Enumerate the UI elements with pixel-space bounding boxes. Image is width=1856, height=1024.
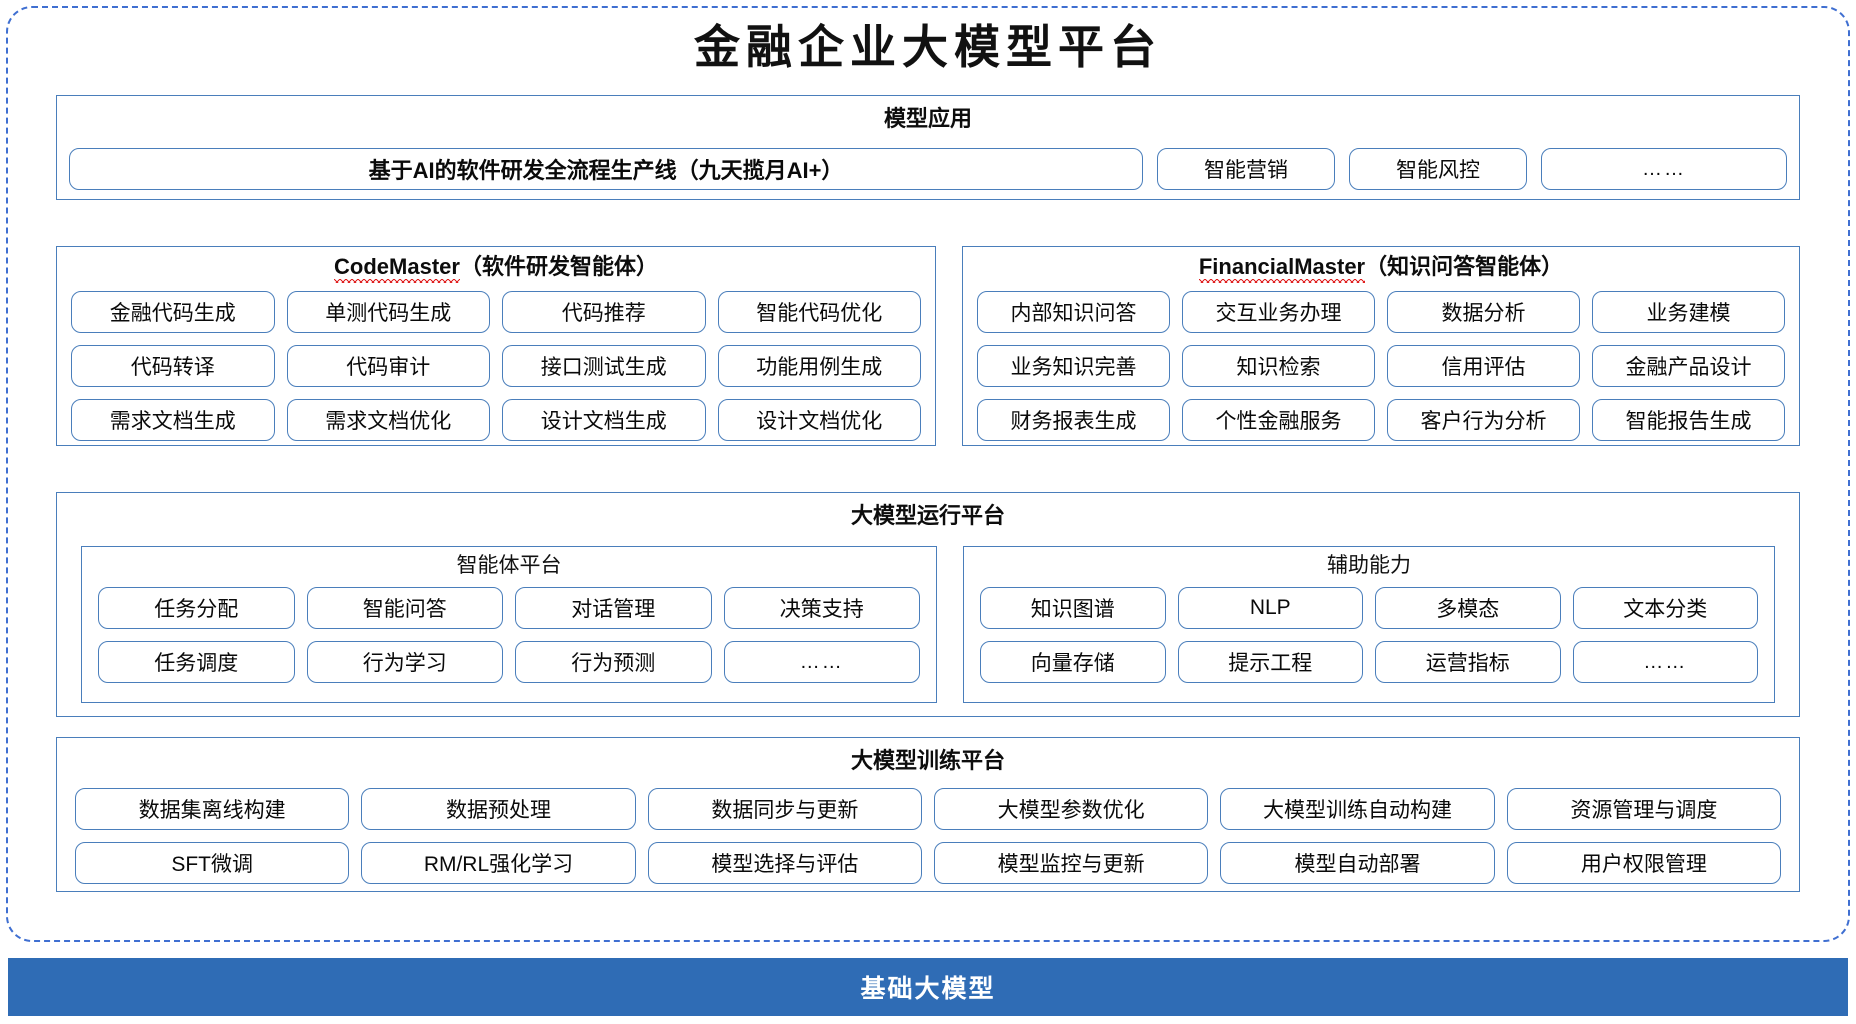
training-layer-title: 大模型训练平台	[850, 748, 1005, 773]
application-item-2[interactable]: ……	[1541, 148, 1787, 190]
application-item-1[interactable]: 智能风控	[1349, 148, 1527, 190]
application-layer-title: 模型应用	[883, 106, 972, 131]
codemaster-item-4[interactable]: 代码转译	[71, 345, 275, 387]
codemaster-item-10[interactable]: 设计文档生成	[502, 399, 706, 441]
agent-title-codemaster: CodeMaster（软件研发智能体）	[57, 254, 935, 283]
runtime-group-items-agent: 任务分配 智能问答 对话管理 决策支持 任务调度 行为学习 行为预测 ……	[98, 587, 920, 683]
training-item-1[interactable]: 数据预处理	[361, 788, 636, 830]
agent-name-latin-financialmaster: FinancialMaster	[1198, 254, 1366, 283]
runtime-group-title-support: 辅助能力	[1327, 554, 1411, 577]
training-item-5[interactable]: 资源管理与调度	[1506, 788, 1781, 830]
runtime-support-item-7[interactable]: ……	[1572, 641, 1758, 683]
training-item-11[interactable]: 用户权限管理	[1506, 842, 1781, 884]
runtime-support-item-5[interactable]: 提示工程	[1177, 641, 1363, 683]
runtime-layer-panel: 大模型运行平台 智能体平台 任务分配 智能问答 对话管理 决策支持 任务调度 行…	[56, 492, 1800, 717]
financialmaster-item-7[interactable]: 金融产品设计	[1592, 345, 1785, 387]
training-item-7[interactable]: RM/RL强化学习	[361, 842, 636, 884]
financialmaster-item-9[interactable]: 个性金融服务	[1182, 399, 1375, 441]
training-item-0[interactable]: 数据集离线构建	[75, 788, 350, 830]
page-title: 金融企业大模型平台	[694, 20, 1162, 74]
runtime-support-item-3[interactable]: 文本分类	[1572, 587, 1758, 629]
runtime-support-item-1[interactable]: NLP	[1177, 587, 1363, 629]
financialmaster-item-10[interactable]: 客户行为分析	[1387, 399, 1580, 441]
financialmaster-item-1[interactable]: 交互业务办理	[1182, 291, 1375, 333]
runtime-agent-item-4[interactable]: 任务调度	[98, 641, 295, 683]
runtime-group-items-support: 知识图谱 NLP 多模态 文本分类 向量存储 提示工程 运营指标 ……	[980, 587, 1758, 683]
application-banner[interactable]: 基于AI的软件研发全流程生产线（九天揽月AI+）	[69, 148, 1143, 190]
codemaster-items: 金融代码生成 单测代码生成 代码推荐 智能代码优化 代码转译 代码审计 接口测试…	[71, 291, 921, 441]
agent-title-financialmaster: FinancialMaster（知识问答智能体）	[963, 254, 1799, 283]
financialmaster-item-3[interactable]: 业务建模	[1592, 291, 1785, 333]
agent-panel-financialmaster: FinancialMaster（知识问答智能体） 内部知识问答 交互业务办理 数…	[962, 246, 1800, 446]
financialmaster-item-4[interactable]: 业务知识完善	[977, 345, 1170, 387]
financialmaster-item-8[interactable]: 财务报表生成	[977, 399, 1170, 441]
codemaster-item-1[interactable]: 单测代码生成	[286, 291, 490, 333]
base-model-label: 基础大模型	[860, 975, 996, 1003]
financialmaster-item-6[interactable]: 信用评估	[1387, 345, 1580, 387]
runtime-support-item-6[interactable]: 运营指标	[1375, 641, 1561, 683]
codemaster-item-8[interactable]: 需求文档生成	[71, 399, 275, 441]
agent-name-cn-codemaster: （软件研发智能体）	[459, 254, 658, 279]
runtime-agent-item-6[interactable]: 行为预测	[515, 641, 712, 683]
financialmaster-items: 内部知识问答 交互业务办理 数据分析 业务建模 业务知识完善 知识检索 信用评估…	[977, 291, 1785, 441]
agent-panel-codemaster: CodeMaster（软件研发智能体） 金融代码生成 单测代码生成 代码推荐 智…	[56, 246, 936, 446]
financialmaster-item-0[interactable]: 内部知识问答	[977, 291, 1170, 333]
training-item-2[interactable]: 数据同步与更新	[647, 788, 922, 830]
codemaster-item-7[interactable]: 功能用例生成	[717, 345, 921, 387]
financialmaster-item-2[interactable]: 数据分析	[1387, 291, 1580, 333]
runtime-agent-item-0[interactable]: 任务分配	[98, 587, 295, 629]
training-item-4[interactable]: 大模型训练自动构建	[1220, 788, 1495, 830]
application-item-0[interactable]: 智能营销	[1157, 148, 1335, 190]
runtime-support-item-4[interactable]: 向量存储	[980, 641, 1166, 683]
training-item-8[interactable]: 模型选择与评估	[647, 842, 922, 884]
runtime-group-panel-support: 辅助能力 知识图谱 NLP 多模态 文本分类 向量存储 提示工程 运营指标 ……	[963, 546, 1775, 703]
runtime-layer-title: 大模型运行平台	[850, 503, 1005, 528]
financialmaster-item-5[interactable]: 知识检索	[1182, 345, 1375, 387]
outer-dashed-frame	[6, 6, 1850, 942]
codemaster-item-2[interactable]: 代码推荐	[502, 291, 706, 333]
runtime-agent-item-3[interactable]: 决策支持	[723, 587, 920, 629]
codemaster-item-0[interactable]: 金融代码生成	[71, 291, 275, 333]
training-layer-items: 数据集离线构建 数据预处理 数据同步与更新 大模型参数优化 大模型训练自动构建 …	[75, 788, 1781, 884]
application-layer-panel: 模型应用 基于AI的软件研发全流程生产线（九天揽月AI+） 智能营销 智能风控 …	[56, 95, 1800, 200]
agent-name-latin-codemaster: CodeMaster	[334, 254, 460, 283]
runtime-support-item-0[interactable]: 知识图谱	[980, 587, 1166, 629]
runtime-group-title-agent: 智能体平台	[456, 554, 562, 577]
training-item-9[interactable]: 模型监控与更新	[934, 842, 1209, 884]
codemaster-item-6[interactable]: 接口测试生成	[502, 345, 706, 387]
runtime-support-item-2[interactable]: 多模态	[1375, 587, 1561, 629]
codemaster-item-9[interactable]: 需求文档优化	[286, 399, 490, 441]
codemaster-item-3[interactable]: 智能代码优化	[717, 291, 921, 333]
runtime-group-panel-agent: 智能体平台 任务分配 智能问答 对话管理 决策支持 任务调度 行为学习 行为预测…	[81, 546, 937, 703]
base-model-bar: 基础大模型	[8, 958, 1848, 1016]
runtime-agent-item-7[interactable]: ……	[723, 641, 920, 683]
runtime-agent-item-1[interactable]: 智能问答	[306, 587, 503, 629]
application-layer-row: 基于AI的软件研发全流程生产线（九天揽月AI+） 智能营销 智能风控 ……	[69, 148, 1787, 190]
codemaster-item-5[interactable]: 代码审计	[286, 345, 490, 387]
training-item-3[interactable]: 大模型参数优化	[934, 788, 1209, 830]
agent-name-cn-financialmaster: （知识问答智能体）	[1365, 254, 1564, 279]
training-item-6[interactable]: SFT微调	[75, 842, 350, 884]
financialmaster-item-11[interactable]: 智能报告生成	[1592, 399, 1785, 441]
runtime-agent-item-5[interactable]: 行为学习	[306, 641, 503, 683]
codemaster-item-11[interactable]: 设计文档优化	[717, 399, 921, 441]
training-layer-panel: 大模型训练平台 数据集离线构建 数据预处理 数据同步与更新 大模型参数优化 大模…	[56, 737, 1800, 892]
training-item-10[interactable]: 模型自动部署	[1220, 842, 1495, 884]
runtime-agent-item-2[interactable]: 对话管理	[515, 587, 712, 629]
